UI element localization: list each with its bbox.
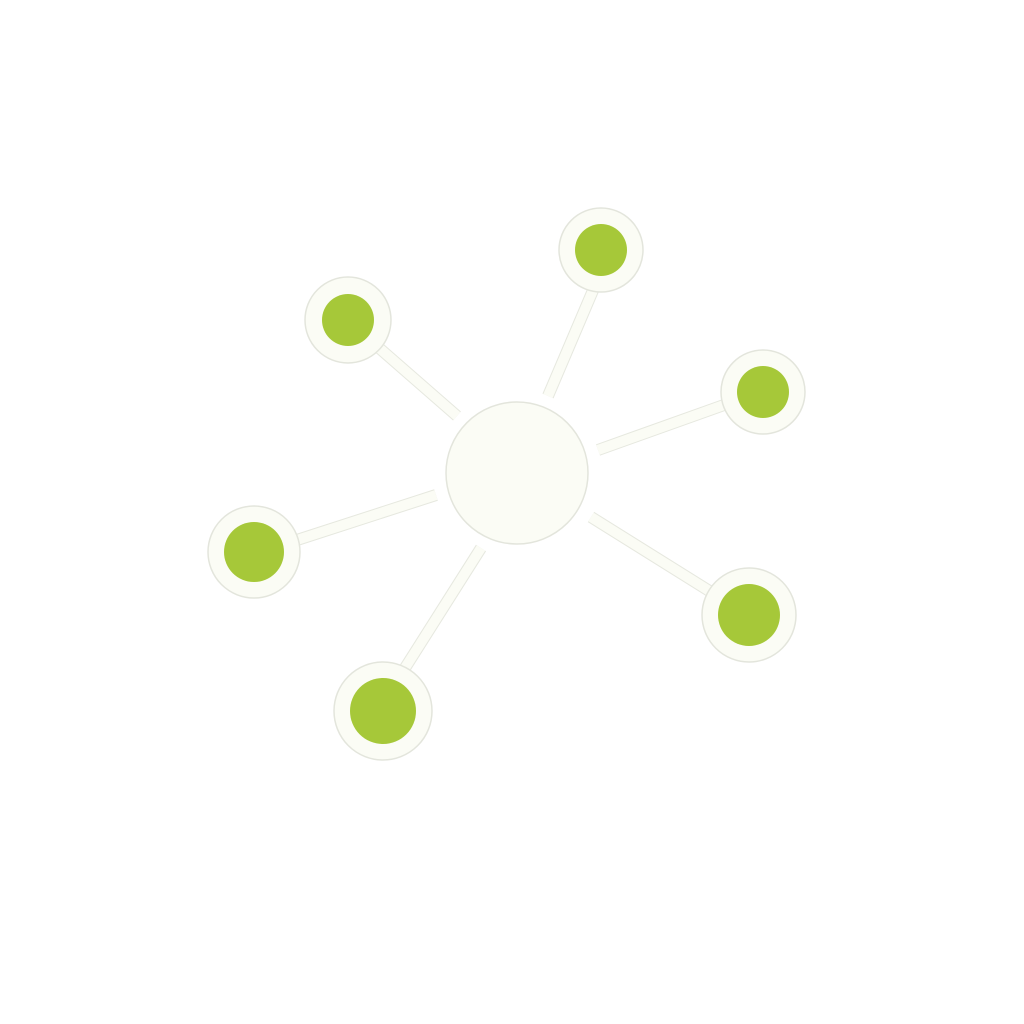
spoke-line-left bbox=[295, 490, 438, 545]
spoke-line-top-left bbox=[374, 343, 461, 420]
satellite-node-right bbox=[720, 349, 806, 435]
satellite-node-top-right bbox=[558, 207, 644, 293]
satellite-node-bottom-right bbox=[701, 567, 797, 663]
satellite-core-left bbox=[224, 522, 284, 582]
spoke-line-bottom-left bbox=[400, 545, 486, 671]
satellite-node-top-left bbox=[304, 276, 392, 364]
satellite-core-right bbox=[737, 366, 789, 418]
satellite-core-top-left bbox=[322, 294, 374, 346]
spoke-line-top-right bbox=[543, 286, 599, 398]
satellite-core-bottom-right bbox=[718, 584, 780, 646]
satellite-node-bottom-left bbox=[333, 661, 433, 761]
satellite-node-left bbox=[207, 505, 301, 599]
satellite-core-bottom-left bbox=[350, 678, 416, 744]
spoke-line-right bbox=[596, 400, 726, 455]
spoke-line-bottom-right bbox=[588, 512, 714, 597]
satellite-core-top-right bbox=[575, 224, 627, 276]
hub-node bbox=[445, 401, 589, 545]
